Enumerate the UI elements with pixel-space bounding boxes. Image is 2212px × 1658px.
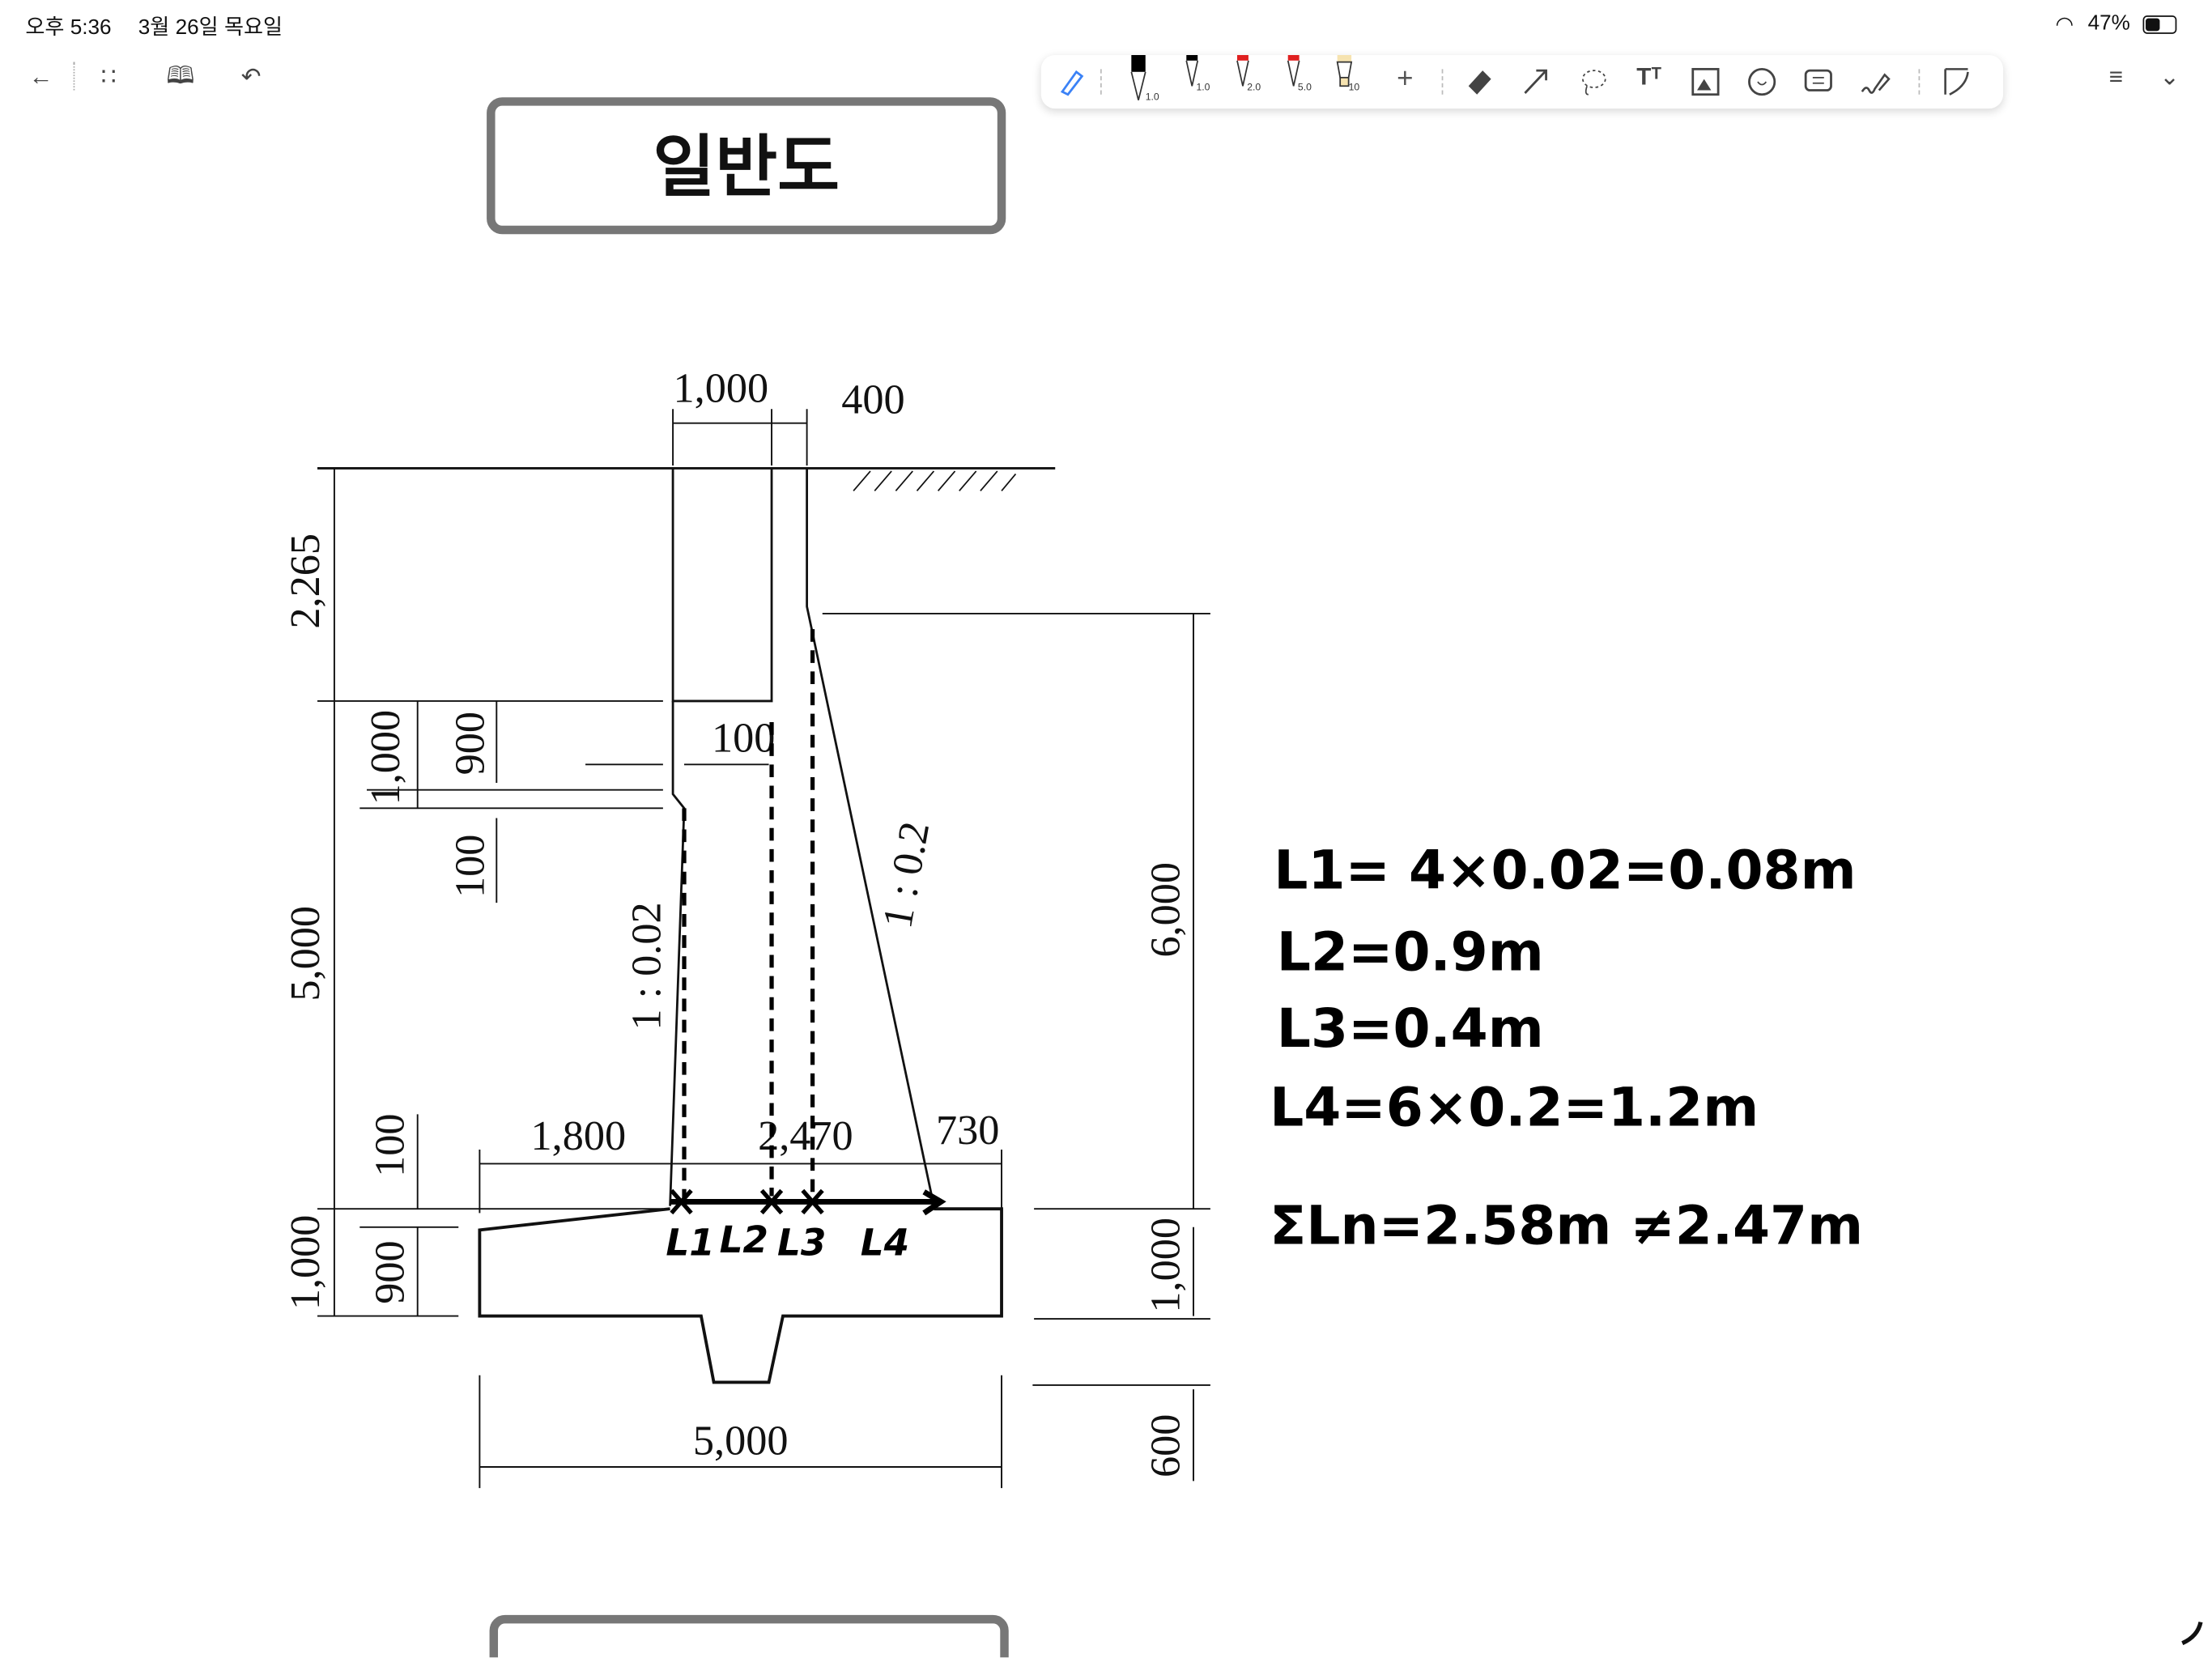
status-time: 오후 5:36	[25, 15, 112, 40]
title-box	[487, 97, 1006, 235]
label-l3: L3	[777, 1222, 826, 1265]
dim-1800: 1,800	[531, 1112, 627, 1159]
sticker-icon[interactable]	[1743, 63, 1780, 100]
wifi-icon: ◠	[2055, 12, 2074, 37]
signature-icon[interactable]	[1857, 63, 1893, 100]
document-title: 일반도	[653, 127, 840, 206]
dim-5000-left: 5,000	[282, 906, 329, 1001]
pen-tool-3[interactable]	[1224, 54, 1261, 91]
pen-bluetooth-icon[interactable]	[1053, 63, 1090, 100]
image-icon[interactable]	[1687, 63, 1724, 100]
undo-icon[interactable]: ↶	[240, 63, 262, 91]
dim-6000: 6,000	[1142, 862, 1189, 958]
drawing-toolbar: 1.0 1.0 2.0 5.0 10 + Tᵀ	[1040, 54, 2004, 109]
highlighter-tool[interactable]	[1326, 54, 1363, 91]
slope-back: 1 : 0.2	[874, 818, 938, 932]
note-1: L1= 4×0.02=0.08m	[1274, 840, 1856, 902]
menu-icon[interactable]: ≡	[2108, 63, 2124, 91]
add-pen-icon[interactable]: +	[1397, 63, 1414, 95]
dim-top-400: 400	[841, 376, 904, 423]
handwritten-notes: L1= 4×0.02=0.08m L2=0.9m L3=0.4m L4=6×0.…	[1270, 840, 1863, 1257]
dim-100-offset: 100	[712, 715, 775, 762]
retaining-wall-outline	[317, 467, 1056, 1384]
note-4: L4=6×0.2=1.2m	[1270, 1076, 1759, 1138]
dim-2470: 2,470	[758, 1112, 853, 1159]
status-date: 3월 26일 목요일	[138, 15, 283, 40]
dim-100-toe: 100	[366, 1114, 413, 1177]
slope-front: 1 : 0.02	[623, 902, 670, 1030]
handwritten-annotation: L1 L2 L3 L4	[666, 629, 946, 1265]
label-l1: L1	[666, 1222, 714, 1265]
chevron-down-icon[interactable]: ⌄	[2159, 63, 2180, 91]
dim-900-corbel: 900	[447, 712, 494, 775]
read-mode-icon[interactable]: 🕮	[166, 61, 195, 88]
label-l2: L2	[720, 1218, 768, 1261]
dim-100-corbel: 100	[447, 835, 494, 898]
text-tool-icon[interactable]: Tᵀ	[1636, 63, 1662, 91]
back-icon[interactable]: ←	[28, 63, 53, 91]
dim-1000-right: 1,000	[1142, 1218, 1189, 1313]
pen-tool-4[interactable]	[1275, 54, 1312, 91]
dim-5000-bottom: 5,000	[693, 1417, 789, 1464]
pen-tool-2[interactable]	[1174, 54, 1210, 91]
note-sum: ΣLn=2.58m ≠2.47m	[1270, 1195, 1863, 1257]
dim-600: 600	[1142, 1414, 1189, 1477]
battery-percent: 47%	[2087, 11, 2130, 36]
next-title-box	[489, 1614, 1009, 1658]
comment-icon[interactable]	[1800, 63, 1836, 100]
note-2: L2=0.9m	[1277, 921, 1544, 984]
arrow-line-icon[interactable]	[1518, 63, 1555, 100]
pen-tool-1[interactable]	[1120, 54, 1156, 100]
page-curl-icon[interactable]	[1938, 63, 1975, 100]
dim-1000-footing: 1,000	[282, 1215, 329, 1311]
divider	[73, 62, 75, 91]
dim-2265: 2,265	[282, 534, 329, 629]
label-l4: L4	[861, 1222, 909, 1265]
dimension-labels: 1,000 400 2,265 5,000 1,000 1,000 900 10…	[282, 365, 1189, 1477]
dimension-lines	[317, 409, 1210, 1489]
note-3: L3=0.4m	[1277, 997, 1544, 1060]
page-curl-corner	[2181, 1622, 2203, 1646]
dim-top-1000: 1,000	[674, 365, 769, 412]
grid-icon[interactable]: ∷	[100, 63, 117, 91]
battery-icon	[2142, 15, 2177, 34]
lasso-icon[interactable]	[1574, 63, 1610, 100]
dim-730: 730	[936, 1107, 999, 1154]
dim-1000-corbel: 1,000	[362, 710, 409, 806]
eraser-icon[interactable]	[1461, 63, 1498, 100]
dim-900-toe: 900	[366, 1240, 413, 1303]
